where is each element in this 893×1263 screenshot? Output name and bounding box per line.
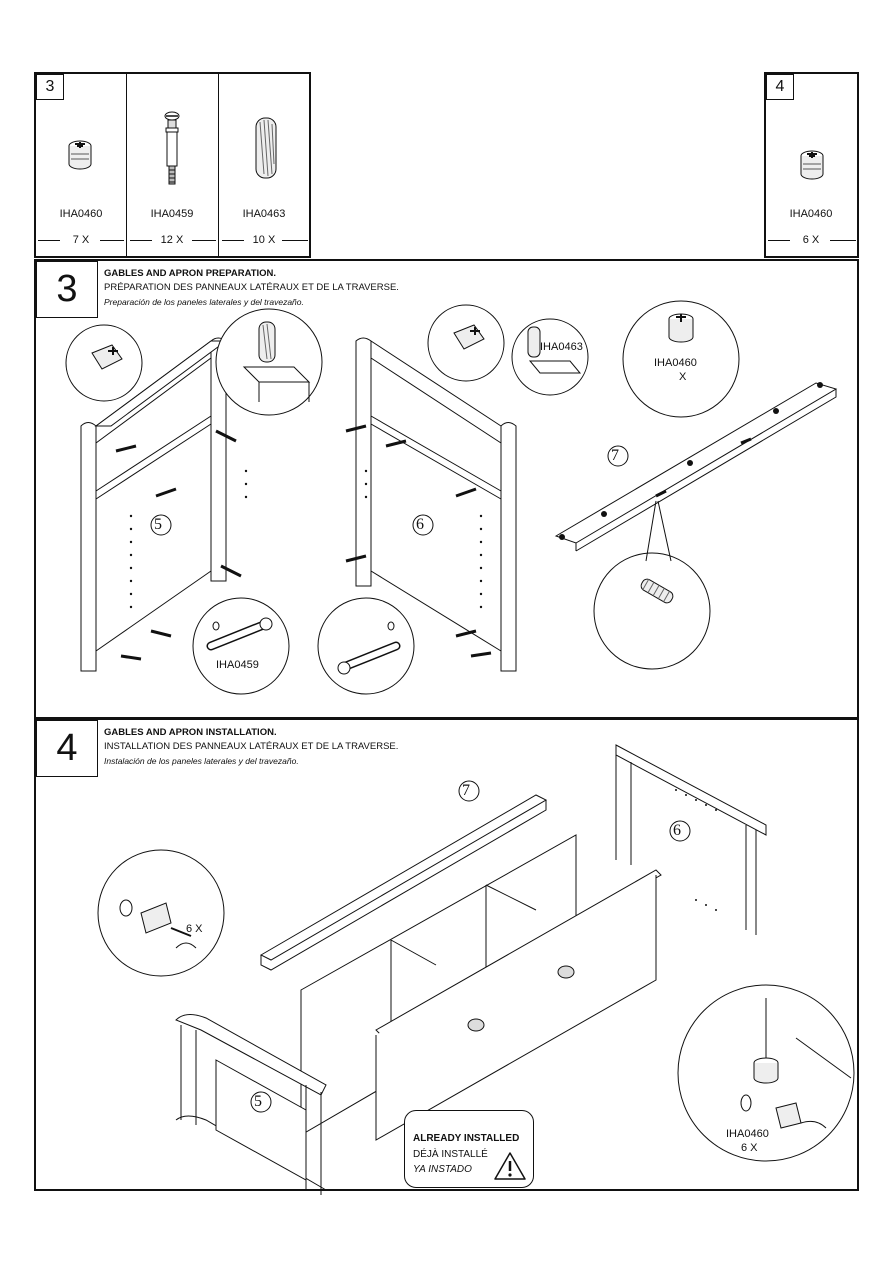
part-qty: 12 X bbox=[160, 234, 184, 246]
part-qty: 10 X bbox=[252, 234, 276, 246]
zoom-cam-bolt-circle bbox=[192, 597, 290, 695]
title-en: GABLES AND APRON PREPARATION. bbox=[104, 268, 277, 279]
zoom-cam-lock-circle bbox=[427, 304, 505, 382]
step-4-panel: 4 GABLES AND APRON INSTALLATION. INSTALL… bbox=[34, 718, 859, 1195]
cam-qty-label: 6 X bbox=[741, 1142, 758, 1154]
zoom-cam-lock-circle bbox=[65, 324, 143, 402]
title-en: GABLES AND APRON INSTALLATION. bbox=[104, 727, 277, 738]
panel-label-6: 6 bbox=[669, 820, 691, 842]
step-title: GABLES AND APRON INSTALLATION. INSTALLAT… bbox=[104, 726, 398, 768]
apron-label-7: 7 bbox=[458, 780, 480, 802]
gable-panel-left-drawing bbox=[80, 337, 248, 672]
dowel-code-label: IHA0463 bbox=[540, 341, 583, 353]
cabinet-assembly-drawing bbox=[175, 744, 767, 1195]
gable-panel-right-drawing bbox=[345, 337, 517, 672]
step-title: GABLES AND APRON PREPARATION. PRÉPARATIO… bbox=[104, 267, 399, 309]
parts-box-step-3: 3 IHA0460 7 X IHA0459 12 X IHA0463 10 X bbox=[34, 72, 311, 258]
zoom-dowel-circle bbox=[593, 552, 711, 670]
zoom-cam-lock-circle bbox=[677, 984, 855, 1162]
cam-bolt-icon bbox=[164, 111, 180, 185]
cam-lock-icon bbox=[68, 140, 92, 170]
step-number: 3 bbox=[36, 261, 98, 318]
notice-es: YA INSTADO bbox=[413, 1164, 472, 1175]
bolt-code-label: IHA0459 bbox=[216, 659, 259, 671]
wood-dowel-icon bbox=[255, 117, 277, 179]
zoom-cam-lock-circle bbox=[97, 849, 225, 977]
zoom-dowel-circle bbox=[215, 308, 323, 416]
parts-box-step-4: 4 IHA0460 6 X bbox=[764, 72, 859, 258]
part-code: IHA0459 bbox=[150, 208, 194, 220]
panel-label-5: 5 bbox=[150, 514, 172, 536]
parts-step-number: 4 bbox=[766, 74, 794, 100]
cam-code-label: IHA0460 bbox=[654, 357, 697, 369]
step-3-panel: 3 GABLES AND APRON PREPARATION. PRÉPARAT… bbox=[34, 259, 859, 719]
title-es: Preparación de los paneles laterales y d… bbox=[104, 297, 304, 307]
part-code: IHA0463 bbox=[242, 208, 286, 220]
warning-triangle-icon bbox=[494, 1152, 526, 1180]
zoom-cam-lock-circle bbox=[622, 300, 740, 418]
title-es: Instalación de los paneles laterales y d… bbox=[104, 756, 299, 766]
title-fr: INSTALLATION DES PANNEAUX LATÉRAUX ET DE… bbox=[104, 741, 399, 752]
zoom-dowel-circle bbox=[511, 318, 589, 396]
notice-fr: DÉJÀ INSTALLÉ bbox=[413, 1149, 488, 1160]
cam-code-label: IHA0460 bbox=[726, 1128, 769, 1140]
leader-lines bbox=[645, 500, 672, 562]
panel-label-5: 5 bbox=[250, 1091, 272, 1113]
part-qty: 7 X bbox=[72, 234, 90, 246]
part-code: IHA0460 bbox=[59, 208, 103, 220]
already-installed-notice: ALREADY INSTALLED DÉJÀ INSTALLÉ YA INSTA… bbox=[404, 1110, 534, 1188]
zoom-cam-bolt-circle bbox=[317, 597, 415, 695]
cam-lock-icon bbox=[800, 150, 824, 180]
part-qty: 6 X bbox=[802, 234, 820, 246]
panel-label-6: 6 bbox=[412, 514, 434, 536]
step-number: 4 bbox=[36, 720, 98, 777]
zoom-qty-label: 6 X bbox=[186, 923, 203, 935]
apron-label-7: 7 bbox=[607, 445, 629, 467]
cam-qty-label: X bbox=[679, 371, 687, 383]
apron-drawing bbox=[554, 382, 838, 552]
title-fr: PRÉPARATION DES PANNEAUX LATÉRAUX ET DE … bbox=[104, 282, 399, 293]
parts-step-number: 3 bbox=[36, 74, 64, 100]
notice-en: ALREADY INSTALLED bbox=[413, 1133, 520, 1144]
part-code: IHA0460 bbox=[789, 208, 833, 220]
